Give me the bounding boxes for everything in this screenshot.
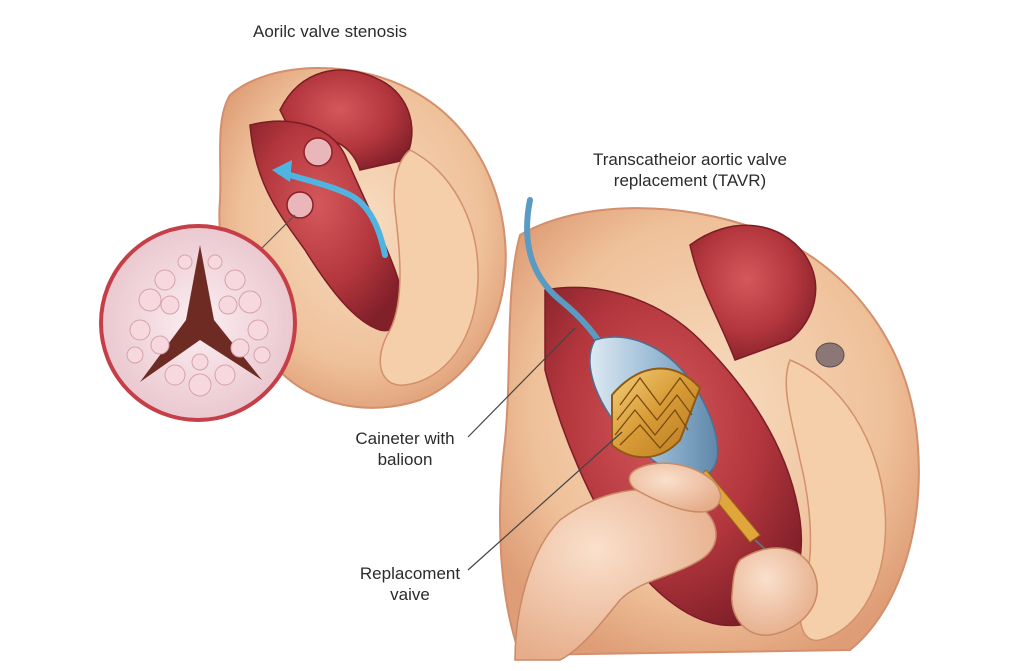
title-tavr: Transcatheior aortic valve replacement (… [560, 149, 820, 191]
finger-right [731, 547, 818, 636]
title-tavr-line2: replacement (TAVR) [613, 171, 767, 190]
valve-leader-line [467, 431, 623, 571]
catheter-assembly [524, 197, 809, 589]
stent-mesh [614, 376, 696, 449]
native-valve-nodule [815, 342, 845, 368]
callout-catheter-with-balloon: Caineter with balioon [340, 428, 470, 470]
operator-hands [514, 462, 818, 661]
valve-zoom-inset [99, 224, 297, 422]
callout-replacement-valve: Replacoment vaive [345, 563, 475, 605]
thumb [628, 462, 722, 513]
blood-flow-arrowhead [272, 160, 292, 182]
right-aorta [689, 224, 817, 361]
title-tavr-line1: Transcatheior aortic valve [592, 150, 787, 169]
callout-catheter-line2: balioon [377, 450, 433, 469]
zoom-connector [261, 214, 296, 249]
callout-catheter-line1: Caineter with [355, 429, 455, 448]
left-ventricle-wall [379, 149, 479, 386]
catheter-leader-line [467, 327, 576, 438]
calcified-leaflet-upper [303, 137, 333, 167]
stent-valve [611, 367, 702, 459]
stent-frame [611, 367, 702, 459]
title-aortic-valve-stenosis: Aorilc valve stenosis [252, 22, 407, 41]
calcified-leaflet-lower [286, 191, 314, 219]
callout-valve-line2: vaive [390, 585, 430, 604]
calcium-nodules [126, 254, 271, 397]
callout-valve-line1: Replacoment [359, 564, 461, 583]
blood-flow-arrow [277, 169, 388, 258]
